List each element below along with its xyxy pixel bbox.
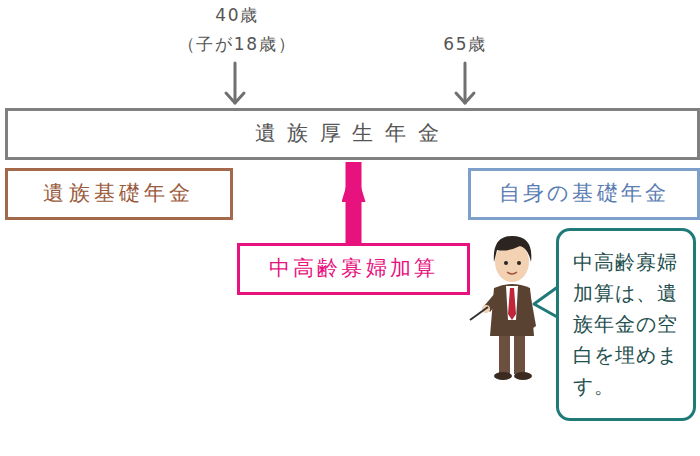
age-arrow-head — [226, 93, 244, 103]
age-arrow-line — [234, 63, 237, 103]
figure-leg — [514, 330, 525, 374]
block-arrow — [346, 162, 362, 243]
figure-shoe — [514, 372, 532, 380]
age-arrow-line — [464, 63, 467, 103]
speech-bubble: 中高齢寡婦加算は、遺族年金の空白を埋めます。 — [556, 228, 696, 421]
box-label: 遺族基礎年金 — [43, 181, 194, 206]
band-box: 遺族厚生年金 — [5, 108, 700, 160]
bubble-text: 中高齢寡婦加算は、遺族年金の空白を埋めます。 — [573, 247, 679, 402]
addition-box: 中高齢寡婦加算 — [237, 243, 470, 295]
box-label: 自身の基礎年金 — [499, 181, 669, 206]
figure-tie — [508, 288, 516, 320]
figure-eye — [517, 261, 521, 265]
age-arrows — [226, 63, 474, 103]
age-label: 40歳 — [215, 4, 259, 27]
figure-eye — [504, 261, 508, 265]
presenter-figure — [470, 236, 536, 380]
age-label: （子が18歳） — [178, 33, 297, 56]
pension-box: 自身の基礎年金 — [468, 168, 700, 220]
age-arrow-head — [456, 93, 474, 103]
figure-shirt — [506, 286, 518, 320]
figure-arm — [526, 292, 536, 330]
figure-shoe — [494, 372, 512, 380]
age-label: 65歳 — [443, 33, 487, 56]
figure-mouth — [507, 272, 517, 274]
pension-box: 遺族基礎年金 — [5, 168, 233, 220]
figure-hair — [494, 236, 532, 262]
box-label: 中高齢寡婦加算 — [269, 256, 438, 281]
box-label: 遺族厚生年金 — [255, 121, 450, 146]
figure-leg — [499, 330, 510, 374]
figure-pointer — [470, 307, 488, 320]
